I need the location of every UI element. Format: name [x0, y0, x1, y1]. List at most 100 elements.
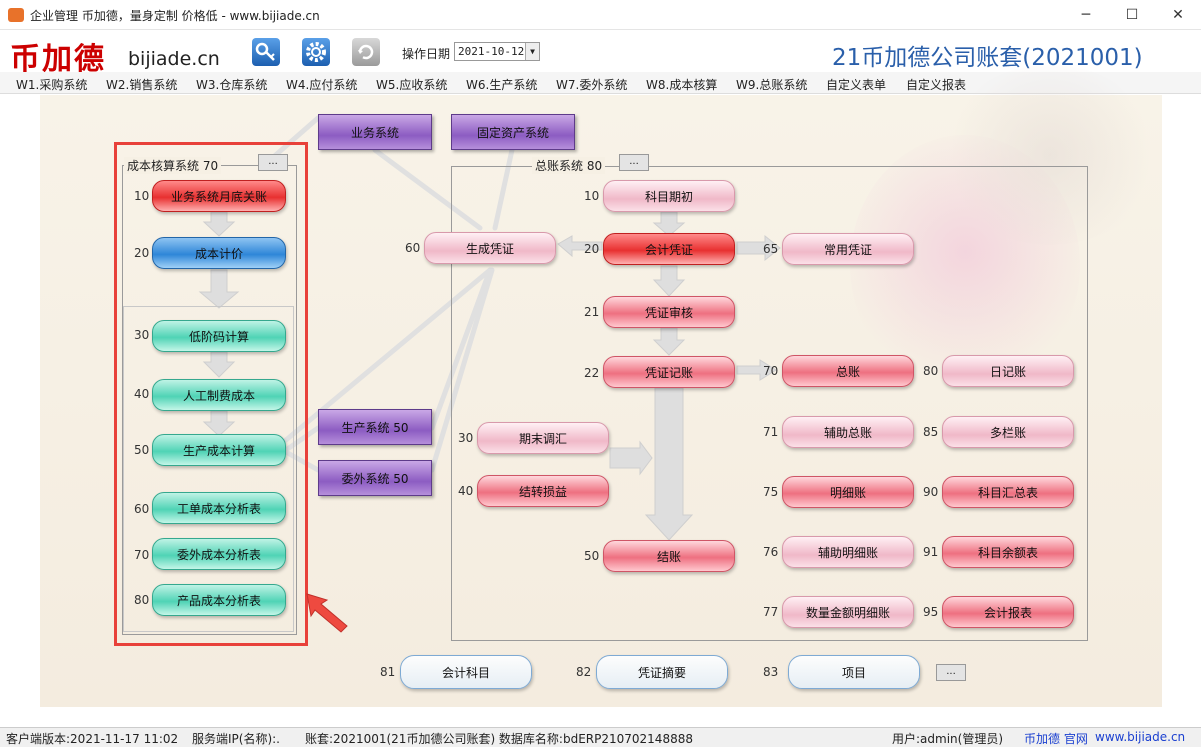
company-name: 21币加德公司账套(2021001): [832, 45, 1143, 71]
node-number: 40: [458, 484, 474, 498]
projects-button[interactable]: 项目: [788, 655, 920, 689]
voucher-audit-node[interactable]: 凭证审核: [603, 296, 735, 328]
cost-pricing-node[interactable]: 成本计价: [152, 237, 286, 269]
production-system-button[interactable]: 生产系统 50: [318, 409, 432, 445]
node-number: 90: [923, 485, 939, 499]
common-voucher-node[interactable]: 常用凭证: [782, 233, 914, 265]
journal-node[interactable]: 日记账: [942, 355, 1074, 387]
node-number: 30: [458, 431, 474, 445]
profit-loss-transfer-node[interactable]: 结转损益: [477, 475, 609, 507]
node-number: 10: [134, 189, 150, 203]
status-bar: 客户端版本:2021-11-17 11:02 服务端IP(名称):. 账套:20…: [0, 727, 1201, 747]
gl-more-button[interactable]: ...: [619, 154, 649, 171]
month-end-close-node[interactable]: 业务系统月底关账: [152, 180, 286, 212]
official-site-link[interactable]: 币加德 官网: [1024, 732, 1088, 746]
date-picker[interactable]: 2021-10-12 ▼: [454, 42, 540, 61]
node-number: 30: [134, 328, 150, 342]
cost-more-button[interactable]: ...: [258, 154, 288, 171]
menu-outsource[interactable]: W7.委外系统: [556, 78, 628, 92]
refresh-icon[interactable]: [352, 38, 380, 66]
node-number: 77: [763, 605, 779, 619]
flower-decoration-2: [940, 65, 1160, 245]
accounting-voucher-node[interactable]: 会计凭证: [603, 233, 735, 265]
product-report-node[interactable]: 产品成本分析表: [152, 584, 286, 616]
menu-production[interactable]: W6.生产系统: [466, 78, 538, 92]
period-end-exchange-node[interactable]: 期末调汇: [477, 422, 609, 454]
node-number: 20: [134, 246, 150, 260]
logo-chinese: 币加德: [10, 42, 106, 77]
node-number: 40: [134, 387, 150, 401]
business-system-button[interactable]: 业务系统: [318, 114, 432, 150]
close-button[interactable]: ✕: [1172, 7, 1184, 23]
toolbar: [0, 30, 1201, 72]
node-number: 95: [923, 605, 939, 619]
voucher-summary-button[interactable]: 凭证摘要: [596, 655, 728, 689]
key-icon[interactable]: [252, 38, 280, 66]
maximize-button[interactable]: ☐: [1125, 7, 1139, 23]
aux-general-ledger-node[interactable]: 辅助总账: [782, 416, 914, 448]
subject-opening-node[interactable]: 科目期初: [603, 180, 735, 212]
gl-panel-title: 总账系统 80: [532, 157, 606, 174]
outsource-system-button[interactable]: 委外系统 50: [318, 460, 432, 496]
menu-bar: W1.采购系统 W2.销售系统 W3.仓库系统 W4.应付系统 W5.应收系统 …: [0, 72, 1201, 94]
general-ledger-report-node[interactable]: 总账: [782, 355, 914, 387]
accounting-subjects-button[interactable]: 会计科目: [400, 655, 532, 689]
multi-column-ledger-node[interactable]: 多栏账: [942, 416, 1074, 448]
app-icon: [8, 8, 24, 22]
client-version: 客户端版本:2021-11-17 11:02: [6, 732, 179, 746]
menu-receivable[interactable]: W5.应收系统: [376, 78, 448, 92]
node-number: 80: [134, 593, 150, 607]
node-number: 85: [923, 425, 939, 439]
menu-warehouse[interactable]: W3.仓库系统: [196, 78, 268, 92]
generate-voucher-node[interactable]: 生成凭证: [424, 232, 556, 264]
menu-custom-report[interactable]: 自定义报表: [906, 78, 967, 92]
node-number: 22: [584, 366, 600, 380]
menu-payable[interactable]: W4.应付系统: [286, 78, 358, 92]
cost-panel-title: 成本核算系统 70: [124, 157, 222, 174]
subject-balance-node[interactable]: 科目余额表: [942, 536, 1074, 568]
general-ledger-panel: [451, 166, 1088, 641]
bottom-more-button[interactable]: ...: [936, 664, 966, 681]
node-number: 81: [380, 665, 396, 679]
menu-cost[interactable]: W8.成本核算: [646, 78, 718, 92]
aux-detail-ledger-node[interactable]: 辅助明细账: [782, 536, 914, 568]
menu-custom-form[interactable]: 自定义表单: [826, 78, 887, 92]
node-number: 76: [763, 545, 779, 559]
fixed-assets-button[interactable]: 固定资产系统: [451, 114, 575, 150]
voucher-posting-node[interactable]: 凭证记账: [603, 356, 735, 388]
cost-subpanel: [123, 306, 294, 632]
title-bar: 企业管理 币加德，量身定制 价格低 - www.bijiade.cn ─ ☐ ✕: [0, 0, 1201, 30]
node-number: 10: [584, 189, 600, 203]
website-link[interactable]: www.bijiade.cn: [1095, 730, 1186, 744]
highlight-box: [114, 142, 308, 646]
accounting-report-node[interactable]: 会计报表: [942, 596, 1074, 628]
work-order-report-node[interactable]: 工单成本分析表: [152, 492, 286, 524]
node-number: 91: [923, 545, 939, 559]
outsource-report-node[interactable]: 委外成本分析表: [152, 538, 286, 570]
menu-general-ledger[interactable]: W9.总账系统: [736, 78, 808, 92]
period-close-node[interactable]: 结账: [603, 540, 735, 572]
menu-sales[interactable]: W2.销售系统: [106, 78, 178, 92]
user-info: 用户:admin(管理员): [892, 732, 1004, 746]
gl-title: 总账系统: [535, 159, 584, 173]
minimize-button[interactable]: ─: [1081, 7, 1091, 23]
node-number: 71: [763, 425, 779, 439]
menu-purchase[interactable]: W1.采购系统: [16, 78, 88, 92]
chevron-down-icon[interactable]: ▼: [525, 43, 539, 60]
production-cost-node[interactable]: 生产成本计算: [152, 434, 286, 466]
cost-title: 成本核算系统: [127, 159, 200, 173]
qty-amount-detail-node[interactable]: 数量金额明细账: [782, 596, 914, 628]
node-number: 50: [134, 443, 150, 457]
detail-ledger-node[interactable]: 明细账: [782, 476, 914, 508]
labor-overhead-node[interactable]: 人工制费成本: [152, 379, 286, 411]
low-level-code-node[interactable]: 低阶码计算: [152, 320, 286, 352]
node-number: 60: [134, 502, 150, 516]
subject-summary-node[interactable]: 科目汇总表: [942, 476, 1074, 508]
date-value: 2021-10-12: [458, 45, 525, 58]
account-info: 账套:2021001(21币加德公司账套) 数据库名称:bdERP2107021…: [305, 732, 693, 746]
gl-code: 80: [586, 159, 603, 173]
gear-icon[interactable]: [302, 38, 330, 66]
pointer-arrow-icon: [306, 593, 348, 633]
node-number: 83: [763, 665, 779, 679]
